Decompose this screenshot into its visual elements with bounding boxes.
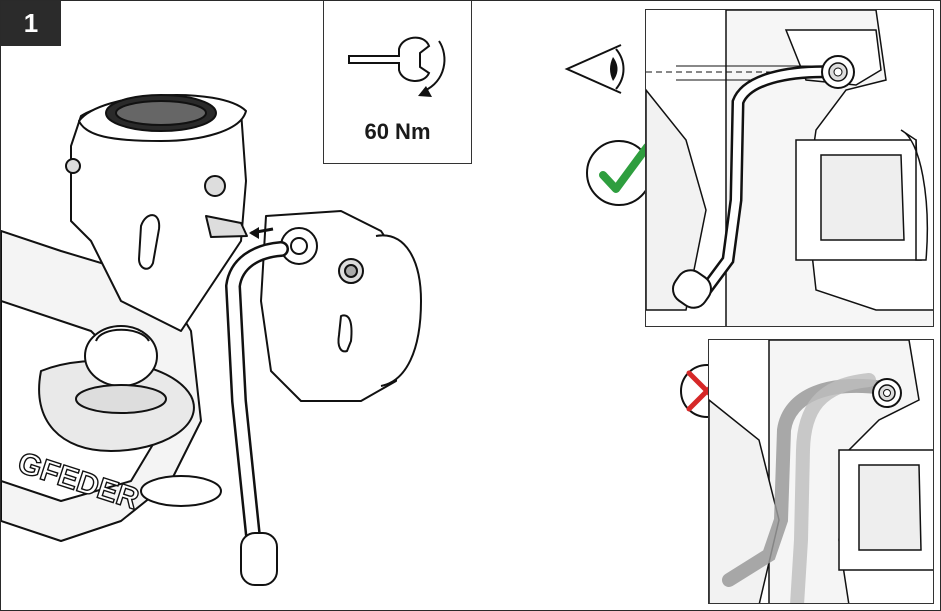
incorrect-position-view <box>708 339 934 604</box>
coupling-illustration: GFEDER <box>1 1 561 610</box>
coupling-drawing: GFEDER <box>1 93 422 586</box>
torque-specification: 60 Nm <box>323 1 472 164</box>
correct-lever-drawing <box>646 10 933 326</box>
incorrect-lever-drawing <box>709 340 933 603</box>
step-number-badge: 1 <box>1 1 61 46</box>
torque-wrench-icon <box>348 36 446 97</box>
correct-position-view <box>645 9 934 327</box>
torque-value: 60 Nm <box>364 119 431 144</box>
eye-icon <box>564 44 625 94</box>
